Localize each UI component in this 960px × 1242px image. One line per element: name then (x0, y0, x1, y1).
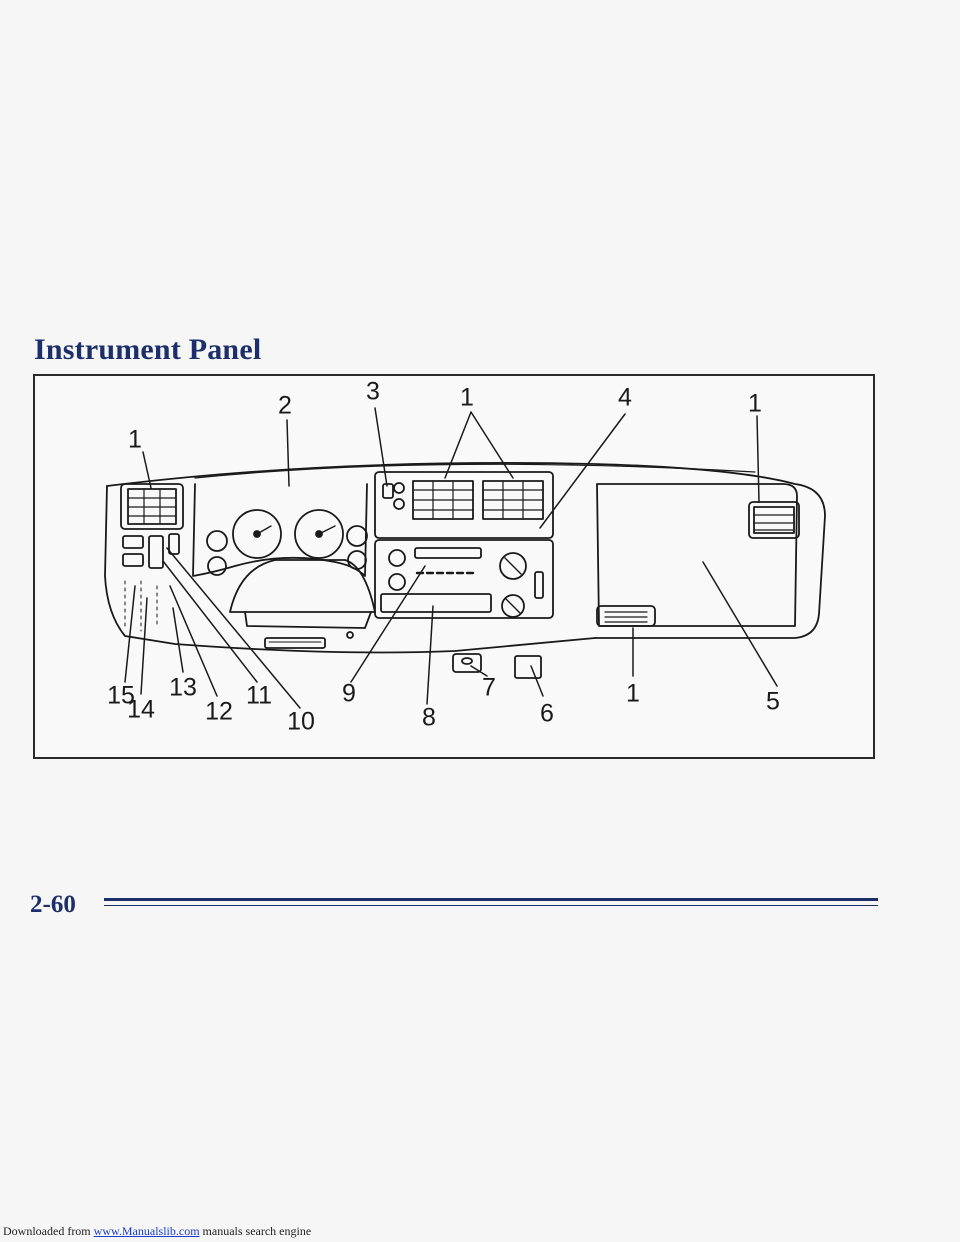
callout-13: 13 (169, 673, 197, 702)
instrument-panel-drawing (104, 407, 826, 709)
page-rule (104, 898, 878, 906)
callout-7: 7 (482, 673, 496, 702)
callout-1-right-vent: 1 (748, 389, 762, 418)
footer-prefix: Downloaded from (3, 1224, 94, 1238)
callout-2: 2 (278, 391, 292, 420)
callout-12: 12 (205, 697, 233, 726)
callout-15: 15 (107, 681, 135, 710)
page-title: Instrument Panel (34, 333, 262, 366)
download-footer: Downloaded from www.Manualslib.com manua… (3, 1224, 311, 1239)
callout-11: 11 (246, 681, 272, 710)
footer-suffix: manuals search engine (199, 1224, 312, 1238)
callout-14: 14 (127, 695, 155, 724)
callout-9: 9 (342, 679, 356, 708)
instrument-panel-figure: 1 2 3 1 4 1 15 14 13 12 11 10 9 8 7 6 1 … (33, 374, 875, 759)
manualslib-link[interactable]: www.Manualslib.com (93, 1224, 200, 1238)
callout-5: 5 (766, 687, 780, 716)
callout-1-lower-vent: 1 (626, 679, 640, 708)
callout-1-left-vent: 1 (128, 425, 142, 454)
callout-10: 10 (287, 707, 315, 736)
callout-6: 6 (540, 699, 554, 728)
callout-1-center-vents: 1 (460, 383, 474, 412)
callout-8: 8 (422, 703, 436, 732)
callout-3: 3 (366, 377, 380, 406)
callout-4: 4 (618, 383, 632, 412)
page-number: 2-60 (30, 891, 76, 918)
